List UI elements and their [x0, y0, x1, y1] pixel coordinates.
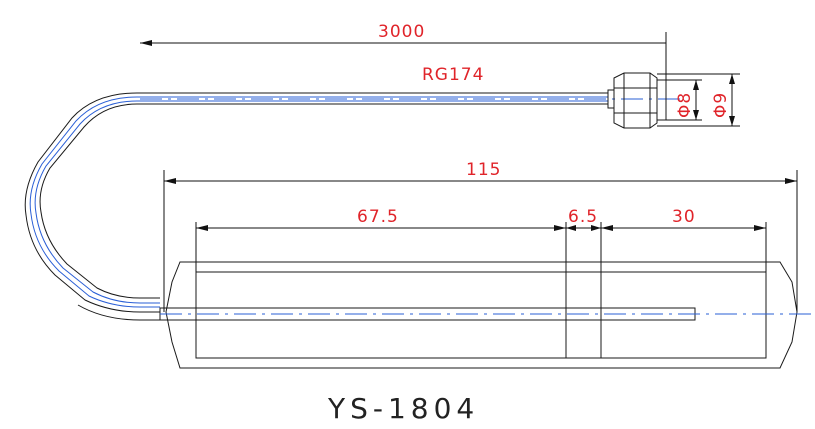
label-segment-a: 67.5	[357, 207, 399, 227]
arrow-seg-c-right	[754, 225, 766, 231]
body-outer-shell	[165, 261, 798, 369]
overall-length-dimension: 115	[163, 160, 798, 312]
arrow-seg-b-left	[566, 225, 576, 231]
arrow-seg-b-right	[591, 225, 601, 231]
connector-dimensions: Φ8 Φ9	[657, 73, 740, 127]
label-cable-type: RG174	[422, 65, 484, 85]
sensor-body	[159, 261, 815, 369]
cable-inner-top	[29, 96, 608, 308]
connector-hex-nut	[613, 72, 658, 129]
arrow-seg-c-left	[601, 225, 613, 231]
cable-outer-bottom	[39, 103, 608, 299]
arrow-dia9-top	[729, 74, 735, 84]
arrow-dia8-bottom	[693, 110, 699, 120]
label-connector-outer-dia: Φ9	[711, 92, 731, 118]
arrow-overall-left	[164, 178, 176, 184]
arrow-seg-a-left	[196, 225, 208, 231]
arrow-overall-right	[785, 178, 797, 184]
cable	[24, 92, 680, 321]
model-label: YS-1804	[327, 392, 479, 425]
arrow-dia9-bottom	[729, 116, 735, 126]
label-connector-inner-dia: Φ8	[675, 92, 695, 118]
label-segment-b: 6.5	[568, 207, 598, 227]
cable-outer-top	[24, 92, 608, 313]
arrow-dia8-top	[693, 80, 699, 90]
cable-inner-bottom	[34, 100, 608, 304]
segment-dimensions: 67.5 6.5 30	[195, 207, 767, 272]
body-inner-frame	[195, 271, 767, 359]
connector-tip	[656, 79, 667, 121]
label-overall-length: 115	[466, 160, 501, 180]
cable-length-dimension: 3000	[140, 22, 667, 80]
label-cable-length: 3000	[378, 22, 425, 42]
cable-lower-edge	[77, 304, 160, 321]
connector	[607, 72, 667, 129]
arrow-cable-length	[140, 40, 152, 46]
arrow-seg-a-right	[554, 225, 566, 231]
label-segment-c: 30	[672, 207, 696, 227]
